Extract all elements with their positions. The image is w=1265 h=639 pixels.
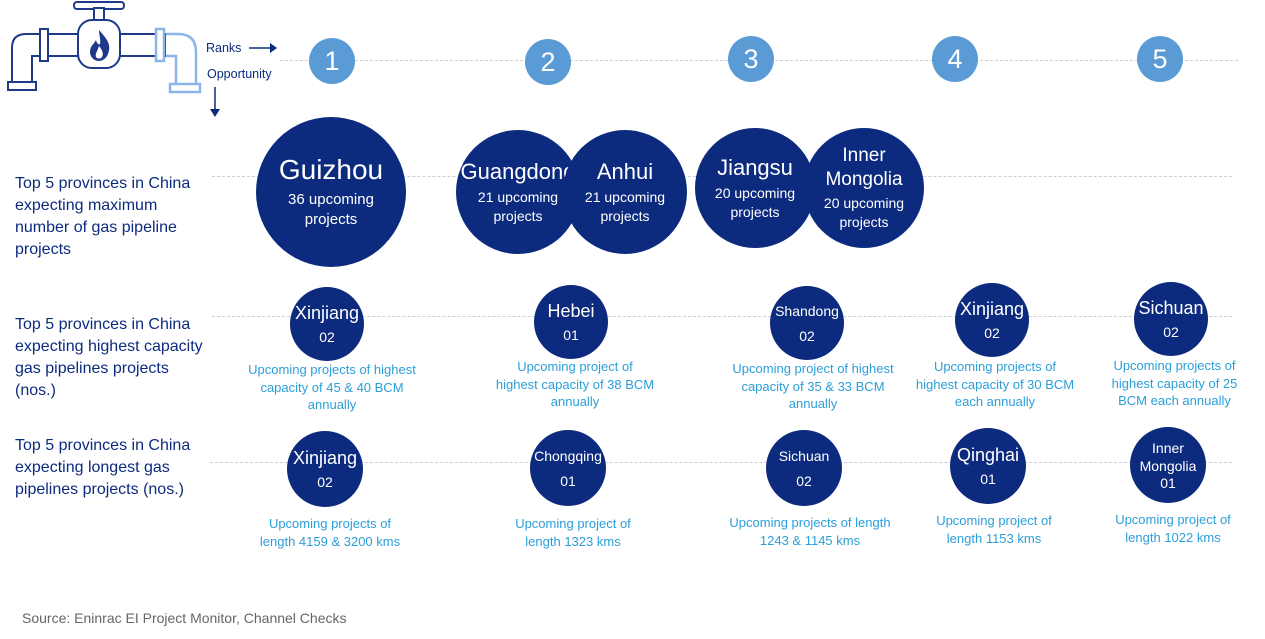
capacity-desc-4: Upcoming projects of highest capacity of… bbox=[915, 359, 1075, 409]
length-desc-2: Upcoming project of length 1323 kms bbox=[515, 516, 631, 549]
row-label-length: Top 5 provinces in China expecting longe… bbox=[15, 437, 191, 498]
source-note: Source: Eninrac EI Project Monitor, Chan… bbox=[22, 610, 347, 626]
capacity-desc-3: Upcoming project of highest capacity of … bbox=[732, 361, 894, 411]
gas-pipeline-icon bbox=[7, 1, 202, 94]
legend-opportunity: Opportunity bbox=[207, 67, 272, 81]
length-circle-inner-mongolia: Inner Mongolia 01 bbox=[1130, 427, 1206, 503]
legend-ranks: Ranks bbox=[206, 41, 242, 55]
capacity-circle-xinjiang: Xinjiang 02 bbox=[290, 287, 364, 361]
province-circle-anhui: Anhui 21 upcoming projects bbox=[563, 130, 687, 254]
row2-dashed-line bbox=[212, 316, 1232, 317]
length-circle-sichuan: Sichuan 02 bbox=[766, 430, 842, 506]
province-circle-guangdong: Guangdong 21 upcoming projects bbox=[456, 130, 580, 254]
length-circle-qinghai: Qinghai 01 bbox=[950, 428, 1026, 504]
length-circle-chongqing: Chongqing 01 bbox=[530, 430, 606, 506]
capacity-circle-xinjiang-2: Xinjiang 02 bbox=[955, 283, 1029, 357]
province-circle-guizhou: Guizhou 36 upcoming projects bbox=[256, 117, 406, 267]
length-circle-xinjiang: Xinjiang 02 bbox=[287, 431, 363, 507]
row3-dashed-line bbox=[210, 462, 1232, 463]
province-circle-inner-mongolia: Inner Mongolia 20 upcoming projects bbox=[804, 128, 924, 248]
length-desc-3: Upcoming projects of length 1243 & 1145 … bbox=[729, 515, 891, 548]
arrow-right-icon bbox=[249, 43, 277, 53]
capacity-desc-1: Upcoming projects of highest capacity of… bbox=[248, 362, 416, 412]
row-label-pipeline-projects: Top 5 provinces in China expecting maxim… bbox=[15, 175, 191, 258]
length-desc-4: Upcoming project of length 1153 kms bbox=[936, 513, 1052, 546]
length-desc-5: Upcoming project of length 1022 kms bbox=[1115, 512, 1231, 545]
rank-2: 2 bbox=[525, 39, 571, 85]
capacity-circle-sichuan: Sichuan 02 bbox=[1134, 282, 1208, 356]
arrow-down-icon bbox=[210, 87, 220, 117]
rank-5: 5 bbox=[1137, 36, 1183, 82]
capacity-desc-5: Upcoming projects of highest capacity of… bbox=[1111, 358, 1238, 408]
rank-4: 4 bbox=[932, 36, 978, 82]
rank-3: 3 bbox=[728, 36, 774, 82]
capacity-circle-hebei: Hebei 01 bbox=[534, 285, 608, 359]
flame-icon bbox=[90, 30, 110, 61]
capacity-desc-2: Upcoming project of highest capacity of … bbox=[495, 359, 655, 409]
rank-1: 1 bbox=[309, 38, 355, 84]
capacity-circle-shandong: Shandong 02 bbox=[770, 286, 844, 360]
row-label-capacity: Top 5 provinces in China expecting highe… bbox=[15, 316, 203, 399]
length-desc-1: Upcoming projects of length 4159 & 3200 … bbox=[259, 516, 401, 549]
province-circle-jiangsu: Jiangsu 20 upcoming projects bbox=[695, 128, 815, 248]
